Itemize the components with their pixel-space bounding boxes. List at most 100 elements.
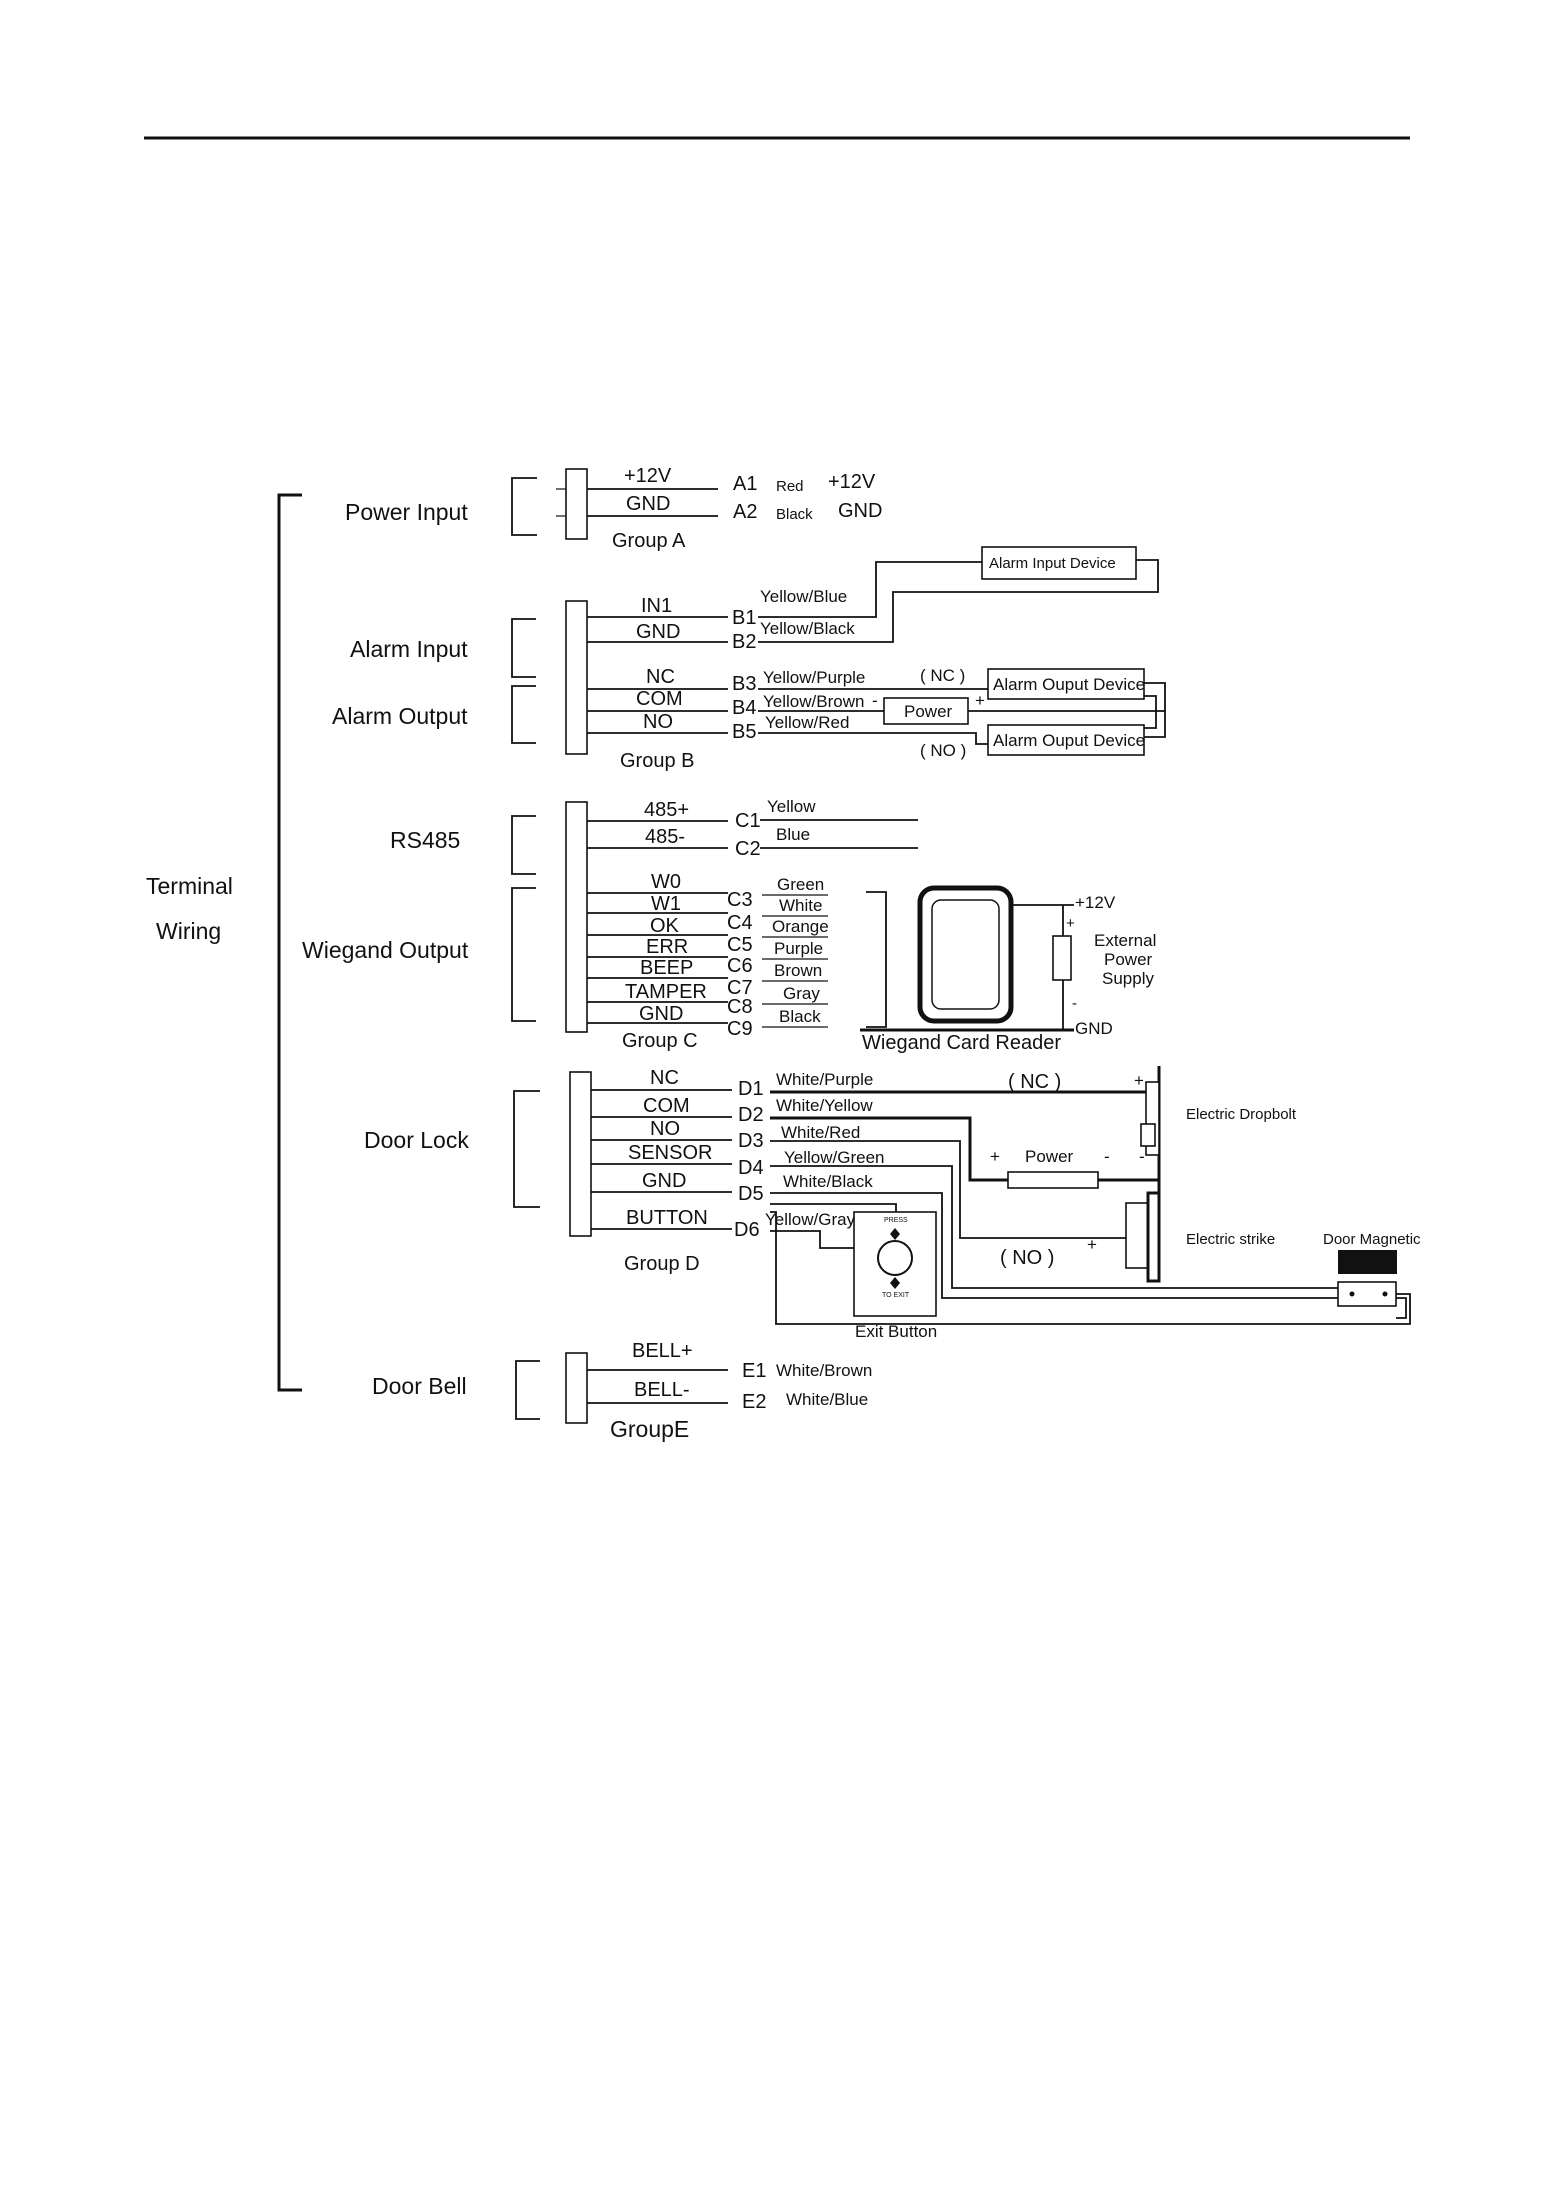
wiegand-card-reader-label: Wiegand Card Reader <box>862 1032 1061 1054</box>
strike-plus: + <box>1087 1235 1097 1254</box>
alarm-output-label: Alarm Output <box>332 703 468 729</box>
group-a-connector <box>565 468 588 540</box>
exit-up-icon <box>890 1228 900 1240</box>
pin-tamper-label: TAMPER <box>625 981 707 1003</box>
exit-to-exit-text: TO EXIT <box>882 1292 910 1299</box>
pin-beep-label: BEEP <box>640 957 693 979</box>
magnet-terminal <box>1349 1291 1355 1297</box>
wire-a1-color: Red <box>776 478 804 495</box>
alarm-output-device-1 <box>987 668 1145 700</box>
wire-d2-run <box>770 1116 1008 1182</box>
dest-a1: +12V <box>828 471 876 493</box>
door-lock-label: Door Lock <box>364 1127 469 1153</box>
pin-b3-label: NC <box>646 666 675 688</box>
pin-a2-code: A2 <box>733 501 757 523</box>
dest-a2: GND <box>838 500 882 522</box>
wire-d6-return <box>770 1203 897 1212</box>
wire-c6-color: Brown <box>774 961 822 980</box>
pin-b4-code: B4 <box>732 697 756 719</box>
group-a-bracket <box>511 477 537 536</box>
dropbolt-plus: + <box>1134 1071 1144 1090</box>
pin-d3-label: NO <box>650 1118 680 1140</box>
group-e-label: GroupE <box>610 1416 689 1442</box>
supply-voltage: +12V <box>1075 893 1116 912</box>
wire-b1-color: Yellow/Blue <box>760 587 847 606</box>
pin-d5-label: GND <box>642 1170 686 1192</box>
pin-gnd-c-label: GND <box>639 1003 683 1025</box>
wire-c7-color: Gray <box>783 984 820 1003</box>
pin-d3-code: D3 <box>738 1130 764 1152</box>
wire-d4-color: Yellow/Green <box>784 1148 885 1167</box>
group-b-connector <box>565 600 588 755</box>
alarm-output-bracket <box>511 685 536 744</box>
door-power-plus: + <box>990 1147 1000 1166</box>
pin-c8-code: C8 <box>727 996 753 1018</box>
wire-c3-color: White <box>779 896 822 915</box>
supply-plus: + <box>1066 915 1075 932</box>
alarm-output-nc: ( NC ) <box>920 666 965 685</box>
b4-minus-sign: - <box>872 691 878 710</box>
wiegand-bracket <box>511 887 536 1022</box>
alarm-input-device <box>981 546 1137 580</box>
door-bell-bracket <box>515 1360 540 1420</box>
wiegand-output-label: Wiegand Output <box>302 937 469 963</box>
group-d-connector <box>569 1071 592 1237</box>
supply-label-1: External <box>1094 931 1156 950</box>
pin-a1-code: A1 <box>733 473 757 495</box>
wire-b4-run-2 <box>968 682 1166 712</box>
pin-b2-label: GND <box>636 621 680 643</box>
door-power-minus-2: - <box>1139 1147 1145 1166</box>
electric-strike <box>1125 1202 1149 1269</box>
pin-d1-label: NC <box>650 1067 679 1089</box>
wiegand-card-reader-inner <box>931 899 1000 1010</box>
rs485-label: RS485 <box>390 827 460 853</box>
pin-e2-label: BELL- <box>634 1379 690 1401</box>
pin-c4-code: C4 <box>727 912 753 934</box>
electric-strike-body <box>1146 1191 1161 1283</box>
wire-e1-color: White/Brown <box>776 1361 872 1380</box>
pin-b5-label: NO <box>643 711 673 733</box>
wire-d4-run <box>770 1165 1338 1289</box>
door-magnetic-label: Door Magnetic <box>1323 1231 1421 1248</box>
group-d-label: Group D <box>624 1253 700 1275</box>
group-c-connector <box>565 801 588 1033</box>
supply-gnd: GND <box>1075 1019 1113 1038</box>
wiegand-card-reader <box>917 885 1014 1024</box>
wire-d6-color: Yellow/Gray <box>765 1210 856 1229</box>
wire-d5-color: White/Black <box>783 1172 873 1191</box>
group-a-label: Group A <box>612 530 686 552</box>
alarm-output-return <box>1144 695 1157 729</box>
door-power-minus: - <box>1104 1147 1110 1166</box>
wire-c5-color: Purple <box>774 939 823 958</box>
pin-e1-code: E1 <box>742 1360 766 1382</box>
reader-bracket <box>866 891 887 1028</box>
exit-down-icon <box>890 1277 900 1289</box>
pin-d2-code: D2 <box>738 1104 764 1126</box>
pin-b5-code: B5 <box>732 721 756 743</box>
pin-a2-label: GND <box>626 493 670 515</box>
wire-c1-color: Yellow <box>767 797 816 816</box>
magnet-terminal <box>1382 1291 1388 1297</box>
alarm-input-bracket <box>511 618 536 678</box>
electric-strike-label: Electric strike <box>1186 1231 1275 1248</box>
wire-d3-color: White/Red <box>781 1123 860 1142</box>
pin-err-label: ERR <box>646 936 688 958</box>
supply-minus: - <box>1072 995 1077 1012</box>
wire-d1-color: White/Purple <box>776 1070 873 1089</box>
b4-plus-sign: + <box>975 691 985 710</box>
pin-c9-code: C9 <box>727 1018 753 1040</box>
group-c-label: Group C <box>622 1030 698 1052</box>
wire-b3-color: Yellow/Purple <box>763 668 865 687</box>
pin-e1-label: BELL+ <box>632 1340 693 1362</box>
door-nc-label: ( NC ) <box>1008 1071 1061 1093</box>
pin-b3-code: B3 <box>732 673 756 695</box>
pin-c2-label: 485- <box>645 826 685 848</box>
wire-d3-run <box>770 1140 1108 1239</box>
alarm-output-power-label: Power <box>904 702 953 721</box>
wire-c2-color: Blue <box>776 825 810 844</box>
alarm-output-device-1-label: Alarm Ouput Device <box>993 675 1145 694</box>
pin-b2-code: B2 <box>732 631 756 653</box>
wire-b2-run <box>758 559 1159 643</box>
pin-b1-code: B1 <box>732 607 756 629</box>
